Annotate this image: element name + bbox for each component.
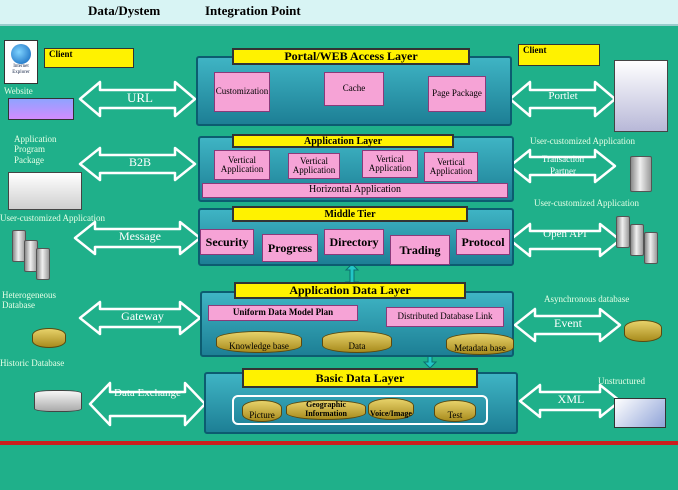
uniform-data-model-box: Uniform Data Model Plan xyxy=(208,305,358,321)
gateway-label: Gateway xyxy=(121,309,164,323)
voice-image-store: Voice/Image xyxy=(368,398,414,420)
client-tag-right: Client xyxy=(518,44,600,66)
middle-tier-title: Middle Tier xyxy=(232,206,468,222)
user-customized-application-right-2: User-customized Application xyxy=(534,198,640,208)
directory-box: Directory xyxy=(324,229,384,255)
data-exchange-db-icon xyxy=(34,390,82,412)
page-package-box: Page Package xyxy=(428,76,486,112)
data-system-label: Data/Dystem xyxy=(88,3,161,18)
server-icon-3 xyxy=(36,248,50,280)
user-customized-application-right-1: User-customized Application xyxy=(530,136,636,146)
security-box: Security xyxy=(200,229,254,255)
integration-point-label: Integration Point xyxy=(205,3,301,18)
bottom-red-line xyxy=(0,441,678,445)
open-api-label: Open API xyxy=(543,228,587,240)
event-arrow xyxy=(513,307,622,343)
distributed-database-link-box: Distributed Database Link xyxy=(386,307,504,327)
b2b-arrow xyxy=(78,146,197,182)
cache-box: Cache xyxy=(324,72,384,106)
picture-store: Picture xyxy=(242,400,282,422)
vertical-application-1: Vertical Application xyxy=(214,150,270,180)
header-bar: Data/Dystem Integration Point xyxy=(0,0,678,26)
data-store: Data xyxy=(322,331,392,353)
client-computers-icon xyxy=(614,60,668,132)
application-package-icon xyxy=(8,172,82,210)
transaction-partner-arrow xyxy=(508,148,617,184)
geographic-information-store: Geographic Information xyxy=(286,400,366,420)
application-data-layer-title: Application Data Layer xyxy=(234,282,466,299)
url-arrow xyxy=(78,80,197,118)
portlet-label: Portlet xyxy=(548,90,578,102)
customization-box: Customization xyxy=(214,72,270,112)
portal-layer-title: Portal/WEB Access Layer xyxy=(232,48,470,65)
test-store: Test xyxy=(434,400,476,422)
protocol-box: Protocol xyxy=(456,229,510,255)
vertical-application-3: Vertical Application xyxy=(362,150,418,178)
trading-box: Trading xyxy=(390,235,450,265)
b2b-label: B2B xyxy=(128,155,151,169)
metadata-base-store: Metadata base xyxy=(446,333,514,355)
event-label: Event xyxy=(554,316,582,330)
website-label: Website xyxy=(4,86,33,96)
url-label: URL xyxy=(127,90,153,105)
unstructured-data-icon xyxy=(614,398,666,428)
vertical-application-2: Vertical Application xyxy=(288,153,340,179)
message-label: Message xyxy=(119,229,161,243)
data-exchange-label: Data Exchange xyxy=(114,387,181,399)
vertical-application-4: Vertical Application xyxy=(424,152,478,182)
horizontal-application: Horizontal Application xyxy=(202,183,508,198)
unstructured-label: Unstructured xyxy=(598,376,645,386)
internet-explorer-icon: Internet Explorer xyxy=(4,40,38,84)
server-icon-right-1 xyxy=(616,216,630,248)
knowledge-base-store: Knowledge base xyxy=(216,331,302,353)
client-tag-left: Client xyxy=(44,48,134,68)
historic-database-label: Historic Database xyxy=(0,358,65,368)
historic-database-icon xyxy=(32,328,66,348)
progress-box: Progress xyxy=(262,234,318,262)
user-customized-application-left: User-customized Application xyxy=(0,213,106,223)
heterogeneous-database-label: Heterogeneous Database xyxy=(2,290,56,311)
ie-label: Internet Explorer xyxy=(12,64,30,75)
application-layer-title: Application Layer xyxy=(232,134,454,148)
application-program-package-label: Application Program Package xyxy=(14,134,57,165)
server-icon-right-3 xyxy=(644,232,658,264)
xml-label: XML xyxy=(557,392,585,406)
asynchronous-database-label: Asynchronous database xyxy=(544,294,630,304)
website-screenshot-icon xyxy=(8,98,74,120)
basic-data-container xyxy=(232,395,488,425)
asynchronous-database-icon xyxy=(624,320,662,342)
transaction-partner-label: Transaction Partner xyxy=(541,154,585,176)
server-icon-right-2 xyxy=(630,224,644,256)
server-icon-right xyxy=(630,156,652,192)
basic-data-layer-title: Basic Data Layer xyxy=(242,368,478,388)
